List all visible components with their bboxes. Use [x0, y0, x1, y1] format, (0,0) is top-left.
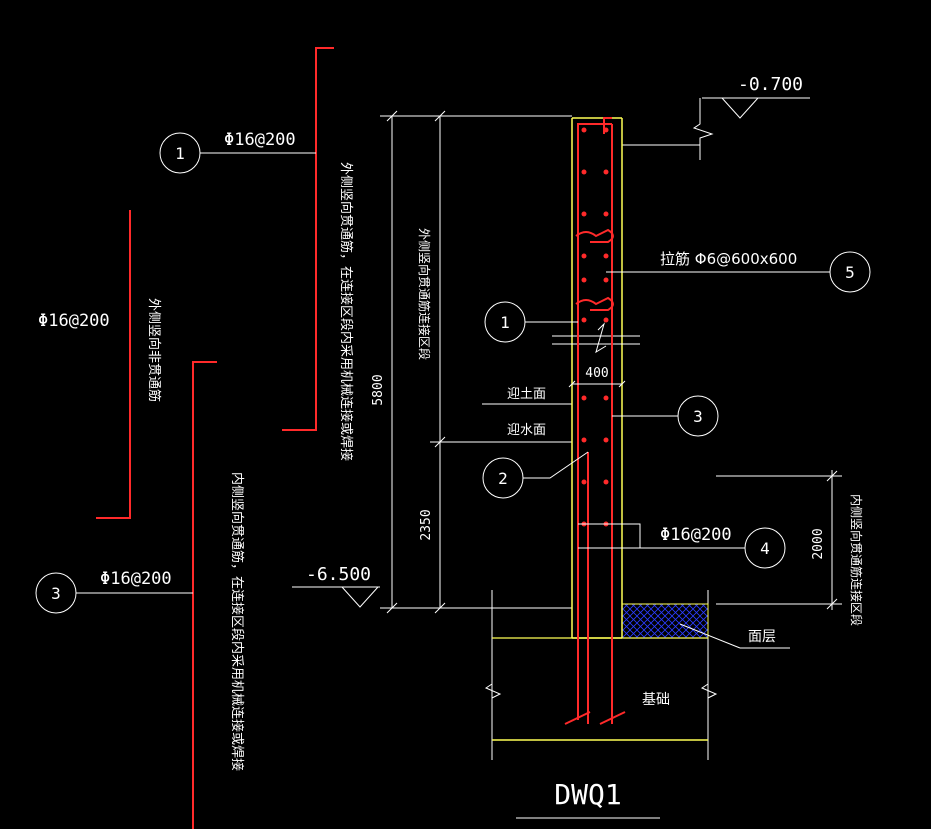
elevation-top-label: -0.700	[738, 74, 803, 95]
elevation-bottom: -6.500	[292, 564, 380, 608]
bar-3-spec: Φ16@200	[100, 569, 172, 589]
ground-line-top	[622, 98, 714, 160]
bar-2-spec: Φ16@200	[38, 311, 110, 331]
dim-400: 400	[585, 366, 608, 381]
floor-label: 面层	[748, 629, 776, 645]
bar-2-detail: Φ16@200 外侧竖向非贯通筋	[38, 210, 162, 519]
elevation-bottom-label: -6.500	[306, 564, 371, 585]
callout-3-left-num: 3	[51, 584, 61, 603]
elevation-top: -0.700	[702, 74, 810, 119]
rebar-dots	[581, 127, 609, 527]
callout-4: 4 Φ16@200	[578, 523, 786, 569]
callout-1-left-num: 1	[175, 144, 185, 163]
callout-1: 1	[484, 301, 578, 343]
inner-lap-zone-label: 内侧竖向贯通筋连接区段	[849, 494, 864, 626]
bar-3-detail: 3 Φ16@200 内侧竖向贯通筋，在连接区段内采用机械连接或焊接	[35, 361, 245, 829]
callout-3-num: 3	[693, 407, 703, 426]
water-face-label: 迎水面	[507, 423, 546, 438]
lap-zone-dim	[716, 470, 842, 610]
bar-1-detail: 1 Φ16@200 外侧竖向贯通筋，在连接区段内采用机械连接或焊接	[159, 47, 354, 461]
break-line	[552, 322, 640, 354]
wall-rebars	[564, 117, 626, 725]
dimension-lines	[380, 110, 572, 614]
bar-5-spec: 拉筋 Φ6@600x600	[660, 250, 797, 268]
soil-face-label: 迎土面	[507, 387, 546, 402]
callout-4-num: 4	[760, 539, 770, 558]
bar-3-note: 内侧竖向贯通筋，在连接区段内采用机械连接或焊接	[229, 472, 245, 771]
callout-5-num: 5	[845, 263, 855, 282]
callout-5: 5 拉筋 Φ6@600x600	[606, 250, 871, 293]
callout-2-num: 2	[498, 469, 508, 488]
floor-layer: 面层	[621, 603, 790, 649]
wall-outline	[571, 117, 623, 638]
foundation-label: 基础	[642, 691, 670, 708]
wall-thickness-dim	[568, 380, 626, 388]
bar-4-spec: Φ16@200	[660, 525, 732, 545]
callout-2: 2	[482, 451, 589, 499]
outer-lap-zone-label: 外侧竖向贯通筋连接区段	[417, 228, 432, 360]
bar-1-note: 外侧竖向贯通筋，在连接区段内采用机械连接或焊接	[338, 162, 354, 461]
callout-3: 3	[612, 395, 719, 437]
bar-2-note: 外侧竖向非贯通筋	[146, 298, 162, 402]
callout-1-num: 1	[500, 313, 510, 332]
drawing-title: DWQ1	[554, 778, 621, 811]
dim-5800: 5800	[371, 374, 386, 405]
dim-2000: 2000	[811, 528, 826, 559]
dim-2350: 2350	[419, 509, 434, 540]
bar-1-spec: Φ16@200	[224, 130, 296, 150]
